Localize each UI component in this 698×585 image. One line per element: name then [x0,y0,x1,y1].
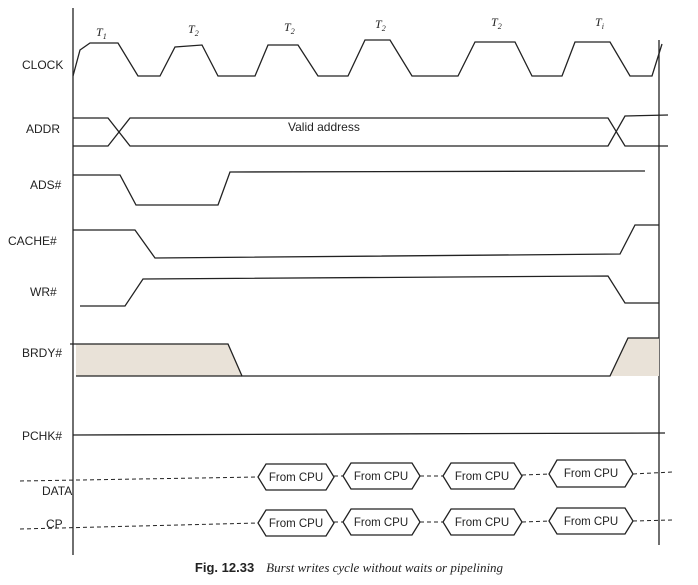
clock-waveform [72,39,663,77]
cp-box-4: From CPU [548,507,634,535]
figure-caption: Fig. 12.33 Burst writes cycle without wai… [0,560,698,576]
state-label-ti: Ti [595,15,604,31]
pchk-waveform [72,432,666,436]
figure-number: Fig. 12.33 [194,560,255,575]
signal-label-clock: CLOCK [22,58,63,72]
brdy-upper-line [70,337,659,377]
wr-waveform [80,275,659,307]
brdy-shaded-region-left [76,344,242,376]
signal-label-addr: ADDR [26,122,60,136]
data-box-1: From CPU [257,463,335,491]
signal-label-cache: CACHE# [8,234,57,248]
cp-box-3-text: From CPU [455,517,509,529]
data-box-4: From CPU [548,459,634,488]
cp-bus-dashed-gap-3 [521,520,550,523]
state-label-t2-d: T2 [491,15,502,31]
state-label-t2-b: T2 [284,20,295,36]
signal-label-wr: WR# [30,285,57,299]
figure-caption-text: Burst writes cycle without waits or pipe… [266,560,504,575]
addr-upper-line [73,114,669,147]
data-box-3: From CPU [442,462,523,490]
state-label-t2-c: T2 [375,17,386,33]
signal-label-data: DATA [42,484,72,498]
state-label-t2-a: T2 [188,22,199,38]
signal-label-cp: CP [46,517,63,531]
cp-bus-dashed-tail [632,519,673,522]
data-bus-dashed-gap-3 [521,473,550,476]
cache-waveform [73,224,659,259]
addr-value-label: Valid address [288,120,360,134]
ads-waveform [73,170,646,206]
cp-box-1-text: From CPU [269,518,323,530]
data-box-2-text: From CPU [354,471,408,483]
cp-box-3: From CPU [442,508,523,536]
cp-box-4-text: From CPU [564,516,618,528]
signal-label-brdy: BRDY# [22,346,62,360]
cp-box-2: From CPU [342,508,421,536]
data-box-3-text: From CPU [455,471,509,483]
data-bus-dashed-lead [19,476,259,482]
signal-label-pchk: PCHK# [22,429,62,443]
cp-box-1: From CPU [257,509,335,537]
data-bus-dashed-tail [632,471,673,475]
brdy-shaded-region-right [610,338,659,376]
data-box-2: From CPU [342,462,421,490]
signal-label-ads: ADS# [30,178,62,192]
data-box-4-text: From CPU [564,468,618,480]
cp-bus-dashed-lead [19,522,259,530]
data-box-1-text: From CPU [269,472,323,484]
state-label-t1: T1 [96,25,107,41]
cp-box-2-text: From CPU [354,517,408,529]
addr-lower-line [73,117,668,147]
